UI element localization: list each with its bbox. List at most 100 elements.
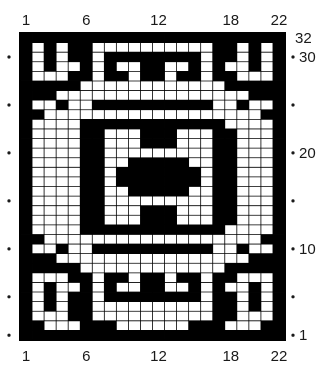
empty-cell [44, 119, 56, 129]
empty-cell [189, 158, 201, 168]
filled-cell [213, 62, 225, 72]
filled-cell [92, 215, 104, 225]
filled-cell [56, 263, 68, 273]
filled-cell [20, 225, 32, 235]
filled-cell [104, 282, 116, 292]
empty-cell [44, 244, 56, 254]
left-marker-dot [7, 295, 10, 298]
filled-cell [273, 33, 285, 43]
empty-cell [128, 263, 140, 273]
empty-cell [104, 129, 116, 139]
filled-cell [177, 158, 189, 168]
empty-cell [237, 321, 249, 331]
filled-cell [140, 129, 152, 139]
empty-cell [153, 110, 165, 120]
filled-cell [273, 110, 285, 120]
filled-cell [213, 129, 225, 139]
empty-cell [153, 254, 165, 264]
filled-cell [273, 263, 285, 273]
empty-cell [56, 110, 68, 120]
column-label: 12 [150, 348, 167, 365]
empty-cell [116, 254, 128, 264]
filled-cell [201, 119, 213, 129]
filled-cell [20, 71, 32, 81]
empty-cell [104, 43, 116, 53]
filled-cell [140, 71, 152, 81]
filled-cell [261, 81, 273, 91]
empty-cell [32, 292, 44, 302]
empty-cell [116, 206, 128, 216]
filled-cell [116, 100, 128, 110]
right-marker-dot [291, 151, 294, 154]
filled-cell [273, 234, 285, 244]
filled-cell [225, 263, 237, 273]
empty-cell [80, 91, 92, 101]
filled-cell [177, 52, 189, 62]
empty-cell [153, 148, 165, 158]
filled-cell [68, 302, 80, 312]
empty-cell [261, 282, 273, 292]
filled-cell [213, 321, 225, 331]
empty-cell [116, 302, 128, 312]
empty-cell [104, 110, 116, 120]
empty-cell [116, 110, 128, 120]
empty-cell [201, 148, 213, 158]
empty-cell [177, 234, 189, 244]
empty-cell [165, 196, 177, 206]
filled-cell [92, 330, 104, 340]
empty-cell [56, 187, 68, 197]
filled-cell [213, 177, 225, 187]
empty-cell [56, 119, 68, 129]
empty-cell [140, 110, 152, 120]
empty-cell [32, 62, 44, 72]
filled-cell [213, 148, 225, 158]
empty-cell [201, 282, 213, 292]
empty-cell [128, 129, 140, 139]
empty-cell [261, 129, 273, 139]
empty-cell [32, 148, 44, 158]
filled-cell [213, 273, 225, 283]
filled-cell [140, 206, 152, 216]
empty-cell [92, 273, 104, 283]
empty-cell [56, 273, 68, 283]
filled-cell [20, 129, 32, 139]
empty-cell [249, 234, 261, 244]
filled-cell [153, 330, 165, 340]
filled-cell [20, 302, 32, 312]
filled-cell [116, 177, 128, 187]
empty-cell [237, 110, 249, 120]
empty-cell [68, 215, 80, 225]
filled-cell [225, 158, 237, 168]
filled-cell [92, 196, 104, 206]
empty-cell [68, 321, 80, 331]
empty-cell [68, 254, 80, 264]
empty-cell [165, 254, 177, 264]
filled-cell [213, 43, 225, 53]
filled-cell [32, 263, 44, 273]
filled-cell [165, 225, 177, 235]
filled-cell [213, 158, 225, 168]
empty-cell [56, 91, 68, 101]
empty-cell [237, 119, 249, 129]
empty-cell [201, 234, 213, 244]
filled-cell [225, 148, 237, 158]
filled-cell [153, 139, 165, 149]
filled-cell [32, 91, 44, 101]
filled-cell [153, 187, 165, 197]
empty-cell [237, 311, 249, 321]
filled-cell [165, 330, 177, 340]
empty-cell [201, 311, 213, 321]
empty-cell [68, 100, 80, 110]
filled-cell [20, 282, 32, 292]
empty-cell [177, 129, 189, 139]
empty-cell [140, 302, 152, 312]
empty-cell [225, 91, 237, 101]
empty-cell [261, 52, 273, 62]
filled-cell [273, 196, 285, 206]
empty-cell [201, 215, 213, 225]
filled-cell [68, 330, 80, 340]
filled-cell [20, 91, 32, 101]
empty-cell [128, 321, 140, 331]
empty-cell [116, 139, 128, 149]
empty-cell [68, 148, 80, 158]
